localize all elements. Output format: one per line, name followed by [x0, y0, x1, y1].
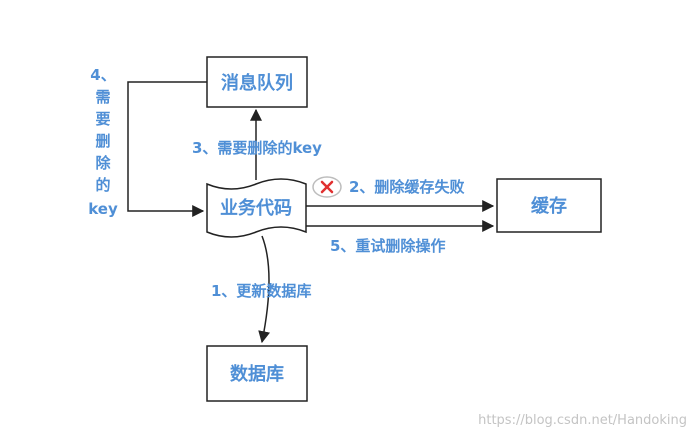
node-cache: 缓存	[496, 178, 602, 233]
step3-label: 3、需要删除的key	[192, 139, 322, 157]
step4-line: 除	[95, 154, 111, 172]
database-label: 数据库	[230, 363, 284, 385]
step2-label: 2、删除缓存失败	[349, 178, 464, 196]
step4-line: 的	[95, 176, 110, 194]
watermark: https://blog.csdn.net/Handoking	[478, 413, 687, 428]
node-business-code: 业务代码	[206, 178, 307, 238]
arrow-step1	[258, 235, 271, 344]
business-code-label: 业务代码	[220, 197, 292, 219]
node-message-queue: 消息队列	[206, 56, 308, 108]
step4-label: 4、 需 要 删 除 的 key	[88, 66, 118, 218]
arrow-step4	[127, 81, 207, 217]
node-database: 数据库	[206, 345, 308, 402]
message-queue-label: 消息队列	[221, 72, 293, 94]
step5-label: 5、重试删除操作	[330, 237, 445, 255]
step1-label: 1、更新数据库	[211, 282, 311, 300]
step4-line: 4、	[90, 66, 115, 84]
close-icon	[312, 176, 342, 198]
step4-line: key	[88, 200, 118, 218]
cache-label: 缓存	[531, 195, 567, 217]
step4-line: 要	[95, 110, 110, 128]
step4-line: 删	[95, 132, 110, 150]
step4-line: 需	[95, 88, 110, 106]
